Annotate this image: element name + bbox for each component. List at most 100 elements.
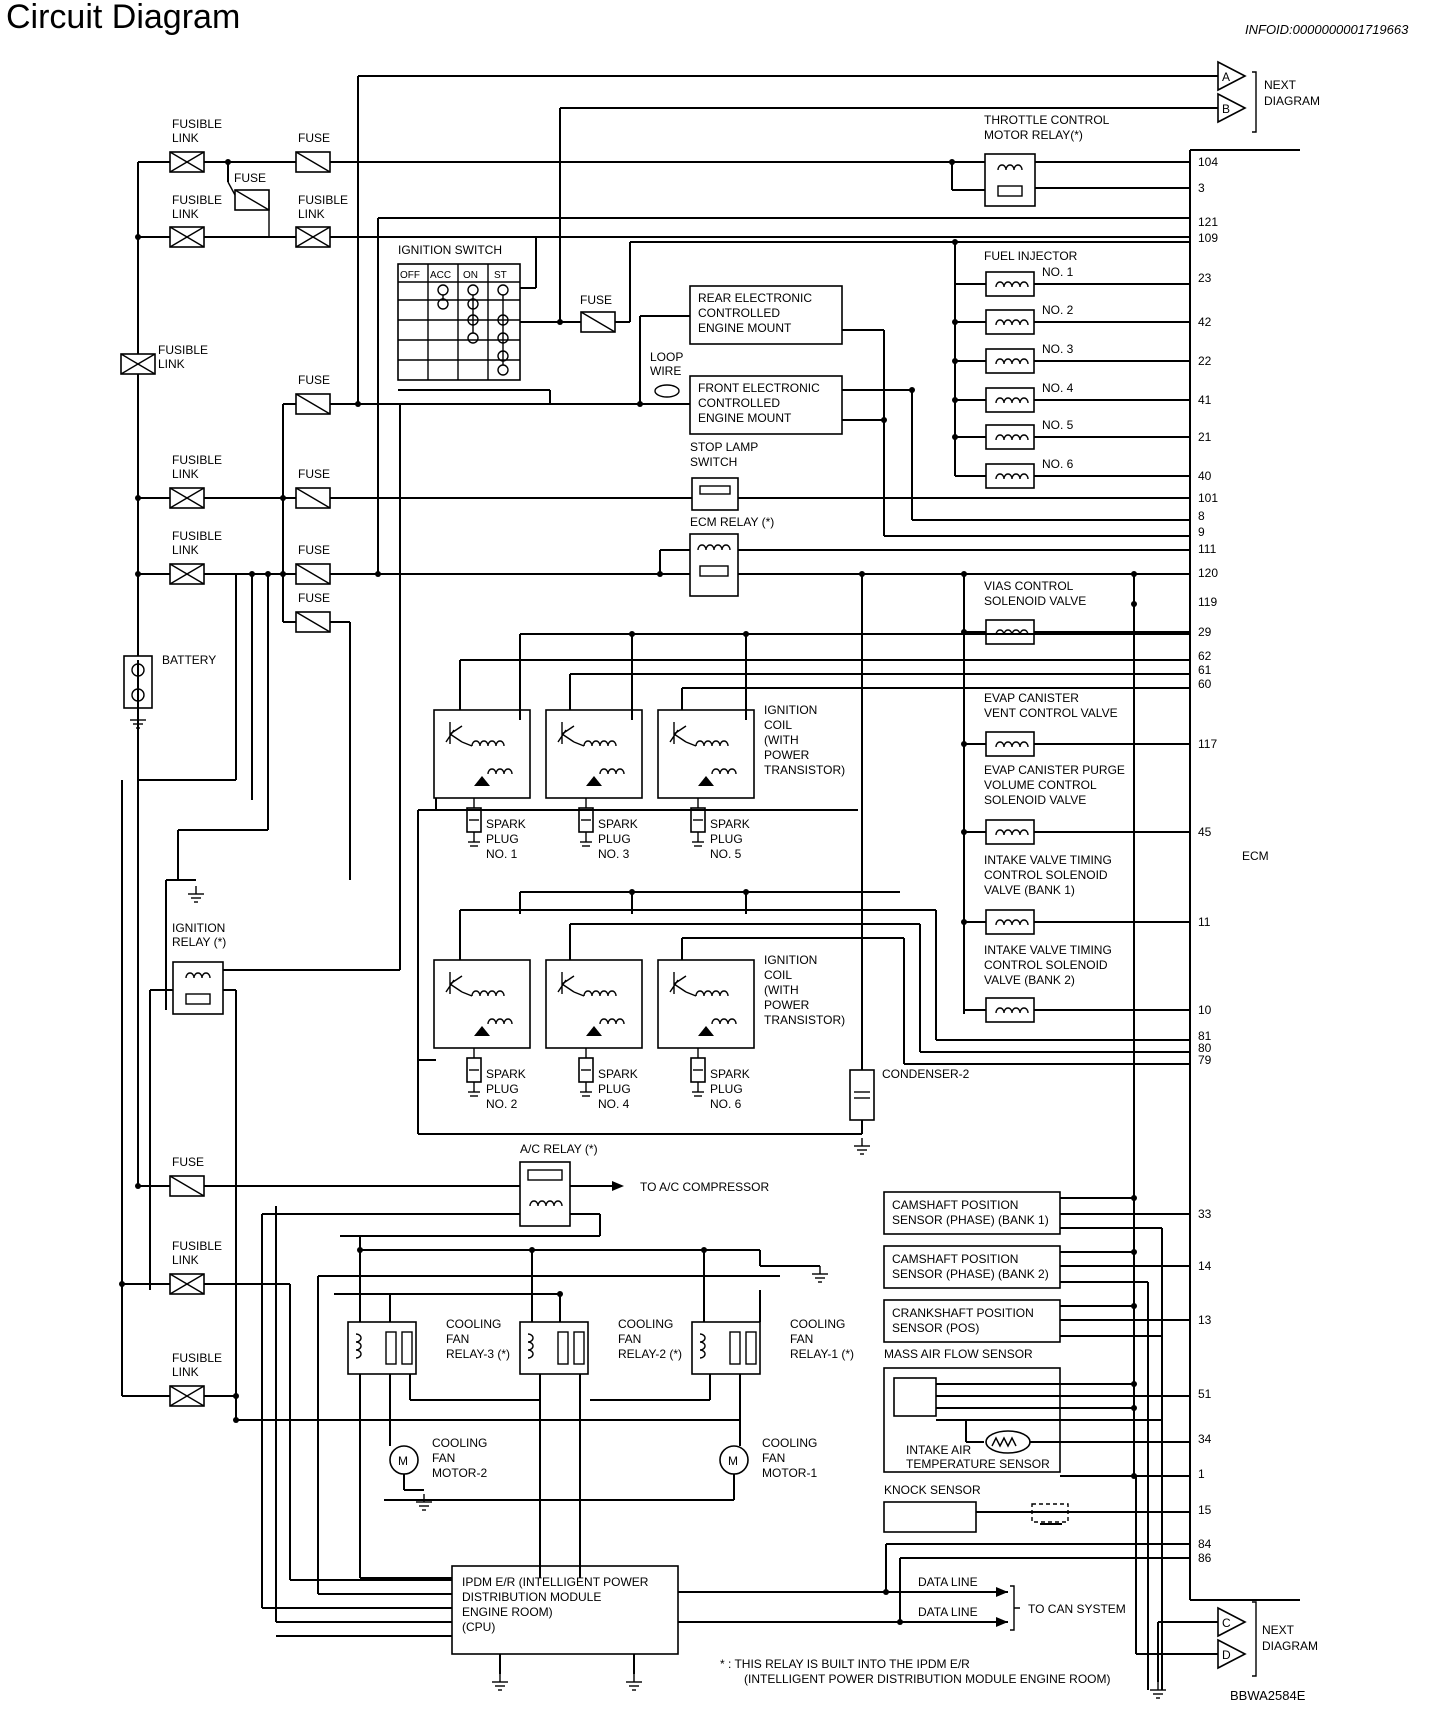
ivt-bank2-label: VALVE (BANK 2) [984, 973, 1075, 987]
ignition-relay: IGNITION RELAY (*) [149, 404, 401, 1290]
ivt-bank1-label: INTAKE VALVE TIMING [984, 853, 1112, 867]
throttle-relay-label: MOTOR RELAY(*) [984, 128, 1083, 142]
fusible-link-label: FUSIBLE [172, 453, 222, 467]
ecm-pin: 11 [1198, 915, 1211, 929]
next-diagram-bottom: NEXT [1262, 1623, 1295, 1637]
ecm-pin: 10 [1198, 1003, 1212, 1017]
fan-relay-label: COOLING [618, 1317, 673, 1331]
evap-purge-label: SOLENOID VALVE [984, 793, 1086, 807]
ignition-switch-label: IGNITION SWITCH [398, 243, 502, 257]
fuse-label: FUSE [234, 171, 266, 185]
spark-plug-no: NO. 3 [598, 847, 630, 861]
connector-d: D [1222, 1648, 1231, 1662]
fusible-link-label: LINK [172, 467, 199, 481]
fan-motor-label: FAN [432, 1451, 455, 1465]
stop-lamp-label: STOP LAMP [690, 440, 758, 454]
ecm-pin: 22 [1198, 354, 1212, 368]
fusible-link-label: FUSIBLE [298, 193, 348, 207]
ignition-switch: IGNITION SWITCH OFF ACC ON ST [397, 236, 537, 381]
ignition-coil-label: TRANSISTOR) [764, 763, 845, 777]
loop-wire-label: WIRE [650, 364, 681, 378]
page-title: Circuit Diagram [6, 0, 241, 36]
injector-no: NO. 2 [1042, 303, 1074, 317]
connector-cd: C D NEXT DIAGRAM [1135, 1476, 1318, 1699]
cam-bank2-label: SENSOR (PHASE) (BANK 2) [892, 1267, 1049, 1281]
ignition-col: OFF [400, 270, 420, 281]
fan-relay-label: COOLING [790, 1317, 845, 1331]
ecm-pin: 61 [1198, 663, 1212, 677]
front-mount-label: FRONT ELECTRONIC [698, 381, 820, 395]
ac-relay-label: A/C RELAY (*) [520, 1142, 598, 1156]
ecm-pin: 29 [1198, 625, 1212, 639]
spark-plug-label: PLUG [598, 1082, 631, 1096]
ignition-coils-top: IGNITION COIL (WITH POWER TRANSISTOR) SP… [417, 631, 1190, 1134]
spark-plug-label: PLUG [486, 832, 519, 846]
data-line-label: DATA LINE [918, 1575, 978, 1589]
evap-purge-label: EVAP CANISTER PURGE [984, 763, 1125, 777]
injector-no: NO. 6 [1042, 457, 1074, 471]
ignition-coil-label: (WITH [764, 733, 799, 747]
loop-wire-label: LOOP [650, 350, 683, 364]
ecm-pin: 13 [1198, 1313, 1212, 1327]
fan-motor-no: MOTOR-2 [432, 1466, 487, 1480]
spark-plug-no: NO. 2 [486, 1097, 518, 1111]
fuse-label: FUSE [298, 543, 330, 557]
fan-relay-label: FAN [790, 1332, 813, 1346]
spark-plug-no: NO. 1 [486, 847, 518, 861]
injector-no: NO. 1 [1042, 265, 1074, 279]
ecm-pin: 40 [1198, 469, 1212, 483]
next-diagram-top-2: DIAGRAM [1264, 94, 1320, 108]
ecm-pin: 42 [1198, 315, 1212, 329]
fuse [169, 1175, 205, 1197]
throttle-relay: THROTTLE CONTROL MOTOR RELAY(*) [949, 113, 1190, 207]
ecm-actuators: VIAS CONTROL SOLENOID VALVE EVAP CANISTE… [961, 571, 1190, 1023]
fusible-link [295, 226, 331, 248]
ecm-pin: 34 [1198, 1432, 1212, 1446]
ipdm-label: ENGINE ROOM) [462, 1605, 553, 1619]
cam-bank1-label: SENSOR (PHASE) (BANK 1) [892, 1213, 1049, 1227]
engine-mounts: LOOP WIRE REAR ELECTRONIC CONTROLLED ENG… [440, 285, 1190, 537]
rear-mount-label: REAR ELECTRONIC [698, 291, 812, 305]
fuse [295, 151, 331, 173]
ignition-coil-label: TRANSISTOR) [764, 1013, 845, 1027]
cam-bank1-label: CAMSHAFT POSITION [892, 1198, 1018, 1212]
ecm-pin: 120 [1198, 566, 1218, 580]
info-id: INFOID:0000000001719663 [1245, 22, 1409, 37]
ecm-pin: 14 [1198, 1259, 1212, 1273]
fuel-injector-label: FUEL INJECTOR [984, 249, 1078, 263]
iat-label: INTAKE AIR [906, 1443, 971, 1457]
ignition-col: ACC [430, 270, 451, 281]
ignition-coil-label: COIL [764, 968, 792, 982]
ignition-coil-label: COIL [764, 718, 792, 732]
ecm-pin: 81 [1198, 1029, 1212, 1043]
data-line-label: DATA LINE [918, 1605, 978, 1619]
ivt-bank2-label: CONTROL SOLENOID [984, 958, 1108, 972]
ecm-pin: 41 [1198, 393, 1212, 407]
fusible-link-label: FUSIBLE [172, 193, 222, 207]
crank-label: SENSOR (POS) [892, 1321, 979, 1335]
footnote: (INTELLIGENT POWER DISTRIBUTION MODULE E… [744, 1672, 1110, 1686]
fuse-label: FUSE [298, 591, 330, 605]
ecm-pin: 8 [1198, 509, 1205, 523]
ipdm-er: IPDM E/R (INTELLIGENT POWER DISTRIBUTION… [261, 1206, 1190, 1691]
motor-symbol: M [398, 1454, 408, 1468]
ecm-pin: 119 [1198, 595, 1217, 609]
fan-relay-label: FAN [618, 1332, 641, 1346]
connector-c: C [1222, 1616, 1231, 1630]
fusible-link-label: FUSIBLE [172, 1239, 222, 1253]
motor-symbol: M [728, 1454, 738, 1468]
maf-label: MASS AIR FLOW SENSOR [884, 1347, 1033, 1361]
ecm-pin: 21 [1198, 430, 1212, 444]
cooling-fan-relays: FUSIBLE LINK FUSIBLE LINK COOLING FAN RE… [119, 780, 854, 1594]
fusible-link-label: LINK [172, 207, 199, 221]
spark-plug-label: SPARK [710, 1067, 750, 1081]
fusible-link [120, 353, 156, 375]
ignition-relay-label: IGNITION [172, 921, 225, 935]
fusible-link-label: LINK [172, 1253, 199, 1267]
ecm-pin: 15 [1198, 1503, 1212, 1517]
injector-no: NO. 4 [1042, 381, 1074, 395]
ipdm-label: (CPU) [462, 1620, 495, 1634]
power-labels: FUSIBLE LINK FUSE FUSE FUSIBLE LINK FUSI… [158, 117, 348, 605]
evap-vent-label: EVAP CANISTER [984, 691, 1079, 705]
